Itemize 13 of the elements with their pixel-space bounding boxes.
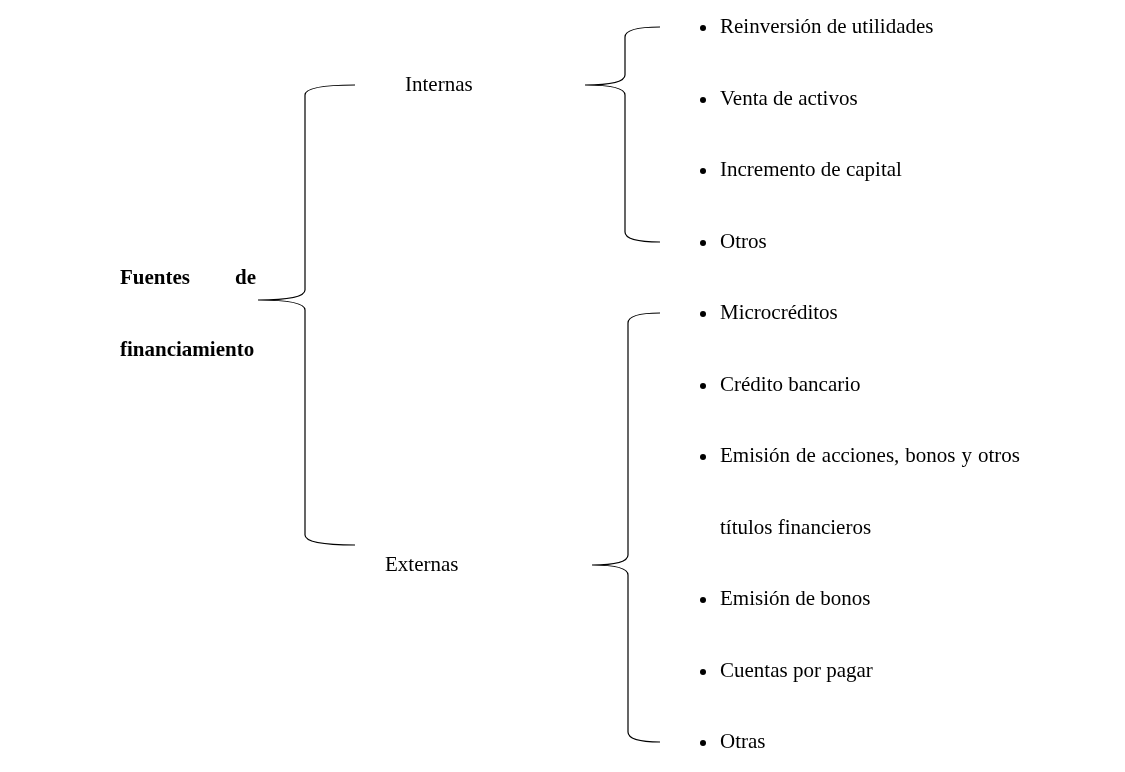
list-item: Reinversión de utilidades — [720, 13, 934, 41]
list-item: Cuentas por pagar — [720, 657, 873, 685]
category-label: Externas — [385, 551, 459, 579]
list-item: Otros — [720, 228, 767, 256]
category-label: Fuentes de financiamiento — [120, 264, 256, 363]
list-item: Microcréditos — [720, 299, 838, 327]
list-item: Otras — [720, 728, 766, 756]
category-label: Internas — [405, 71, 473, 99]
list-item: Incremento de capital — [720, 156, 902, 184]
list-item: Crédito bancario — [720, 371, 861, 399]
list-item: Emisión de acciones, bonos y otros títulos financieros — [720, 442, 1020, 541]
list-item: Emisión de bonos — [720, 585, 871, 613]
list-item: Venta de activos — [720, 85, 858, 113]
